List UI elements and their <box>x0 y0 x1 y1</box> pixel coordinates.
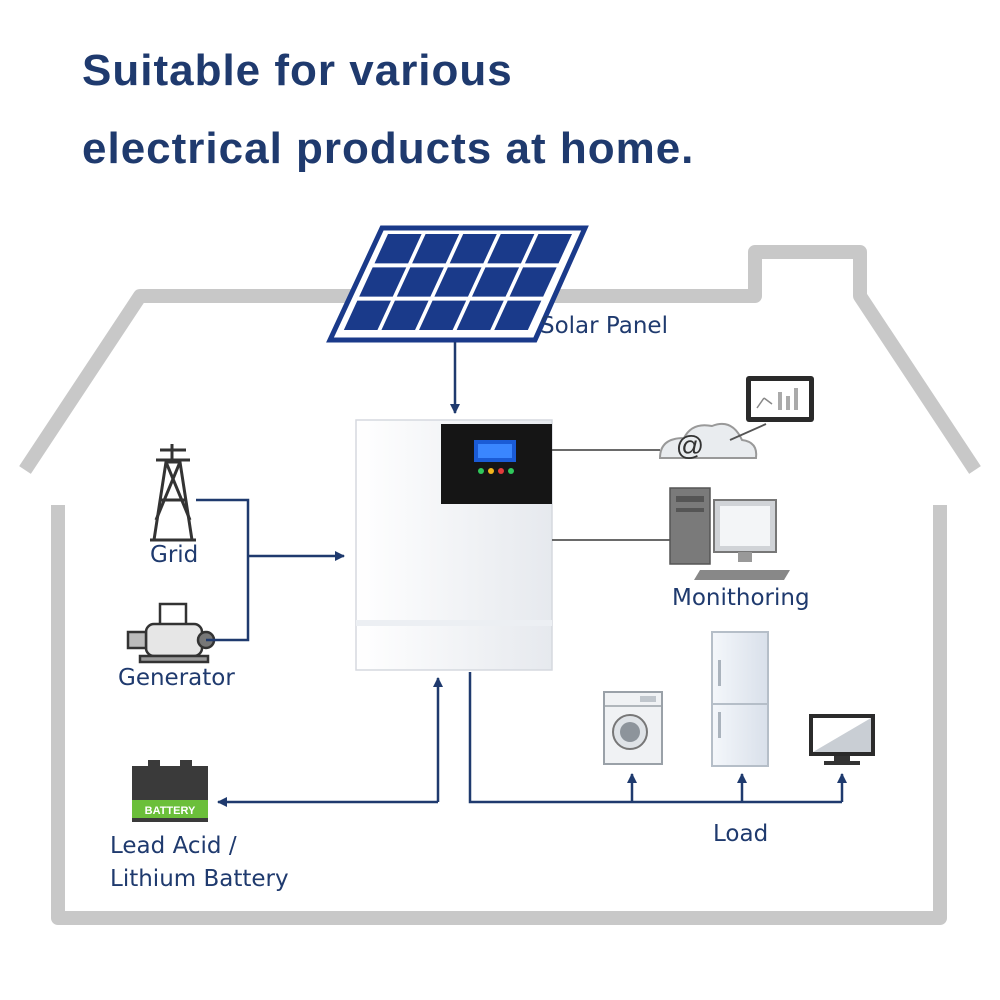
load-label: Load <box>713 821 769 847</box>
headline-line-2: electrical products at home. <box>82 124 695 173</box>
washing-machine-icon <box>603 691 663 765</box>
solar-cell <box>471 267 520 297</box>
house-outline <box>19 245 981 925</box>
cloud-at-label: @ <box>676 430 704 461</box>
battery-badge-text: BATTERY <box>145 805 196 817</box>
inverter-icon <box>355 419 553 671</box>
tablet-icon <box>746 376 814 422</box>
solar-cell <box>359 267 407 297</box>
monitoring-label: Monithoring <box>672 585 810 611</box>
battery-label-line-2: Lithium Battery <box>110 866 289 892</box>
solar-panel-icon <box>326 225 589 343</box>
solar-cell <box>509 267 557 297</box>
solar-panel-label: Solar Panel <box>540 313 668 339</box>
generator-icon <box>126 602 216 664</box>
solar-cell <box>487 234 535 264</box>
solar-cell <box>419 300 467 330</box>
battery-icon: BATTERY <box>132 760 208 822</box>
generator-label: Generator <box>118 665 235 691</box>
battery-label-line-1: Lead Acid / <box>110 833 237 859</box>
cloud-icon: @ <box>658 422 758 461</box>
computer-icon <box>669 487 790 580</box>
solar-cell <box>374 234 422 264</box>
refrigerator-icon <box>711 631 769 767</box>
solar-cell <box>494 300 542 330</box>
tv-icon <box>809 714 875 765</box>
solar-cell <box>434 267 482 297</box>
solar-cell <box>412 234 460 264</box>
solar-cell <box>343 300 391 330</box>
load-bus <box>468 672 842 804</box>
monitor-links <box>552 423 767 541</box>
connections <box>196 342 847 807</box>
grid-label: Grid <box>150 542 199 568</box>
solar-cell <box>456 300 504 330</box>
headline-line-1: Suitable for various <box>82 46 513 95</box>
solar-cell <box>396 267 444 297</box>
grid-tower-icon <box>150 444 196 542</box>
solar-cell <box>381 300 429 330</box>
solar-cell <box>449 234 497 264</box>
grid-generator-bus <box>196 498 250 642</box>
solar-cell <box>524 234 572 264</box>
